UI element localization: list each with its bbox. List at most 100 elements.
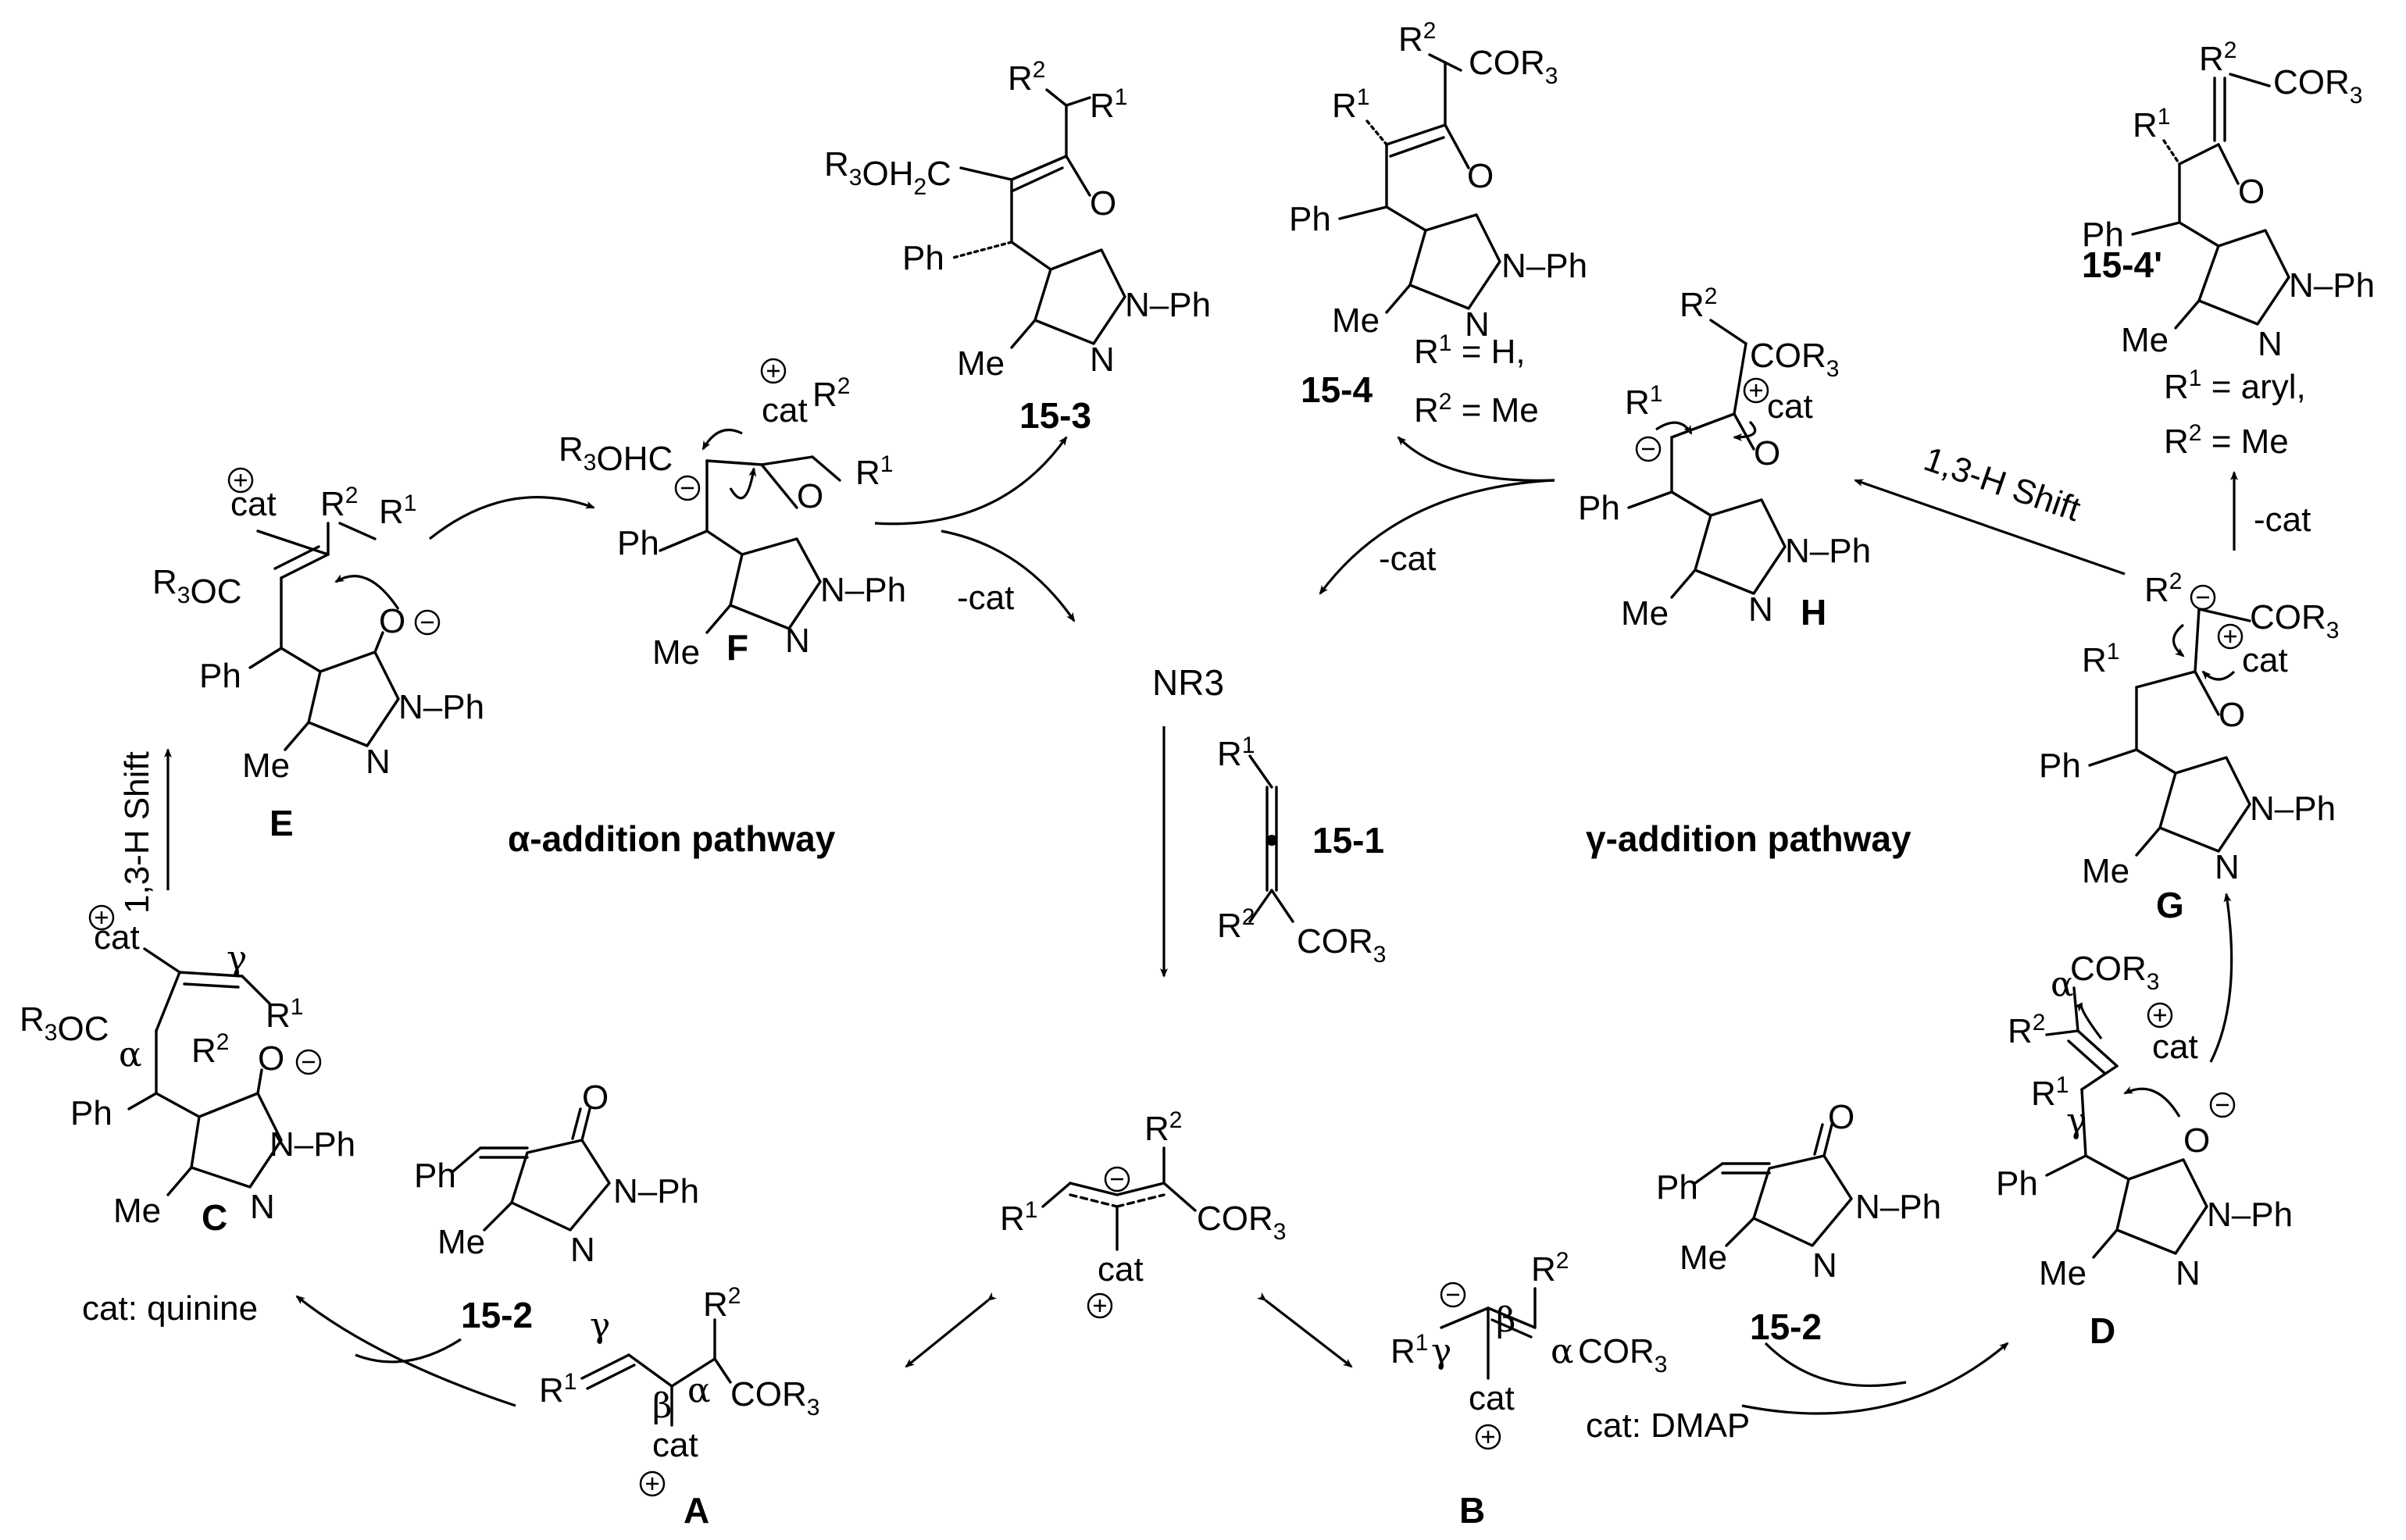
svg-text:COR3: COR3 [2250,598,2339,643]
svg-text:O: O [258,1039,284,1078]
svg-text:cat: cat [230,485,277,523]
intermediate-F: R3OHC cat R2 R1 O Ph N–Ph N Me F [559,358,906,672]
svg-text:R2: R2 [191,1029,229,1070]
svg-text:N–Ph: N–Ph [1125,286,1211,324]
shift-label-right: 1,3-H Shift [1919,440,2086,529]
svg-text:15-3: 15-3 [1019,395,1091,436]
svg-text:R1: R1 [1625,381,1662,422]
svg-text:N: N [785,622,810,660]
svg-text:cat: cat [94,918,140,957]
svg-text:R3OH2C: R3OH2C [824,145,951,200]
svg-text:N–Ph: N–Ph [1785,532,1871,570]
svg-text:O: O [1090,184,1116,223]
svg-text:R3OHC: R3OHC [559,430,673,478]
minus-cat-mid: -cat [1379,540,1436,578]
svg-text:Me: Me [437,1223,485,1261]
svg-text:C: C [202,1197,227,1238]
svg-text:N: N [2258,325,2283,363]
svg-text:R1: R1 [1000,1197,1037,1238]
substrate-15-2-left: Ph O N–Ph N Me 15-2 [414,1078,699,1335]
svg-text:Ph: Ph [1578,489,1620,527]
arrow-B-to-D [1741,1342,2009,1415]
arrow-H-to-15-4 [1397,436,1555,482]
svg-text:Me: Me [957,344,1005,383]
svg-text:N–Ph: N–Ph [2207,1196,2293,1234]
catalyst-nr3: NR3 [1152,662,1224,703]
svg-text:R1 = aryl,: R1 = aryl, [2164,365,2306,406]
svg-text:COR3: COR3 [1750,337,1839,382]
svg-text:COR3: COR3 [2273,63,2362,109]
svg-text:Me: Me [2121,321,2169,359]
arrow-G-to-H [1854,479,2126,576]
svg-text:cat: cat [1098,1250,1144,1289]
svg-text:15-2: 15-2 [461,1295,533,1335]
arrow-D-to-G [2209,893,2233,1063]
product-15-4-prime: R2 COR3 R1 O Ph N–Ph N Me 15-4' R1 = ary… [2082,37,2375,461]
svg-text:R1: R1 [855,451,893,492]
svg-text:15-4: 15-4 [1301,369,1373,410]
svg-text:γ: γ [1431,1331,1451,1371]
substrate-15-2-right: Ph O N–Ph N Me 15-2 [1656,1098,1941,1347]
svg-text:N: N [2215,848,2240,886]
svg-text:R1 = H,: R1 = H, [1414,330,1526,371]
svg-text:R2: R2 [2008,1010,2045,1050]
intermediate-C: cat γ R1 R3OC α R2 Ph O N–Ph N Me C [20,904,355,1238]
catalyst-dmap: cat: DMAP [1586,1406,1750,1445]
nr3-text: NR3 [1152,662,1224,703]
resonance-arrow-right [1257,1292,1353,1368]
svg-text:Ph: Ph [199,657,241,695]
intermediate-B: R1 γ β R2 α COR3 cat B [1390,1248,1667,1531]
gamma-pathway-label: γ-addition pathway [1586,818,1912,859]
allene-label: 15-1 [1312,820,1384,861]
minus-cat-right: -cat [2254,501,2311,539]
svg-text:Me: Me [2039,1254,2087,1292]
svg-text:A: A [684,1490,709,1531]
svg-text:R2: R2 [812,373,850,414]
svg-text:R1: R1 [539,1369,577,1410]
svg-text:β: β [1496,1300,1515,1340]
product-15-4: R2 COR3 R1 O Ph N–Ph N Me 15-4 R1 = H, R… [1289,18,1587,430]
arrow-15-2-left-entry [355,1338,462,1364]
svg-text:γ: γ [227,939,247,979]
svg-text:R2: R2 [1008,57,1045,98]
svg-text:α: α [1551,1331,1574,1371]
svg-text:N: N [1812,1246,1837,1285]
svg-text:cat: cat [2242,641,2288,679]
svg-text:COR3: COR3 [2070,950,2159,995]
shift-label-left: 1,3-H Shift [118,751,156,914]
svg-text:N–Ph: N–Ph [2289,266,2375,305]
svg-text:R3OC: R3OC [20,1000,109,1048]
arrow-F-to-NR3 [941,529,1076,622]
svg-text:N–Ph: N–Ph [1501,247,1587,285]
svg-text:B: B [1459,1490,1485,1531]
svg-text:R1: R1 [2082,639,2119,679]
svg-text:COR3: COR3 [1469,44,1558,89]
svg-text:Ph: Ph [617,524,659,562]
svg-text:R2: R2 [2144,569,2182,609]
svg-text:15-2: 15-2 [1750,1307,1822,1347]
svg-text:R2 = Me: R2 = Me [2164,420,2289,461]
svg-text:R2: R2 [703,1283,741,1324]
svg-text:R1: R1 [2133,104,2170,144]
svg-text:R1: R1 [266,994,303,1035]
svg-text:Ph: Ph [902,239,944,277]
svg-text:N: N [1090,340,1115,379]
minus-cat-left: -cat [957,579,1014,617]
svg-text:N–Ph: N–Ph [270,1125,355,1164]
svg-text:N: N [570,1231,595,1269]
svg-text:R2: R2 [1398,18,1436,59]
arrow-15-2-right-entry [1764,1342,1907,1387]
svg-text:H: H [1801,592,1826,633]
svg-text:N–Ph: N–Ph [2250,790,2336,828]
svg-text:α: α [119,1035,142,1075]
svg-text:R2: R2 [320,483,358,523]
svg-text:N–Ph: N–Ph [1855,1188,1941,1226]
svg-text:Ph: Ph [2039,747,2081,785]
svg-text:R2: R2 [1680,283,1717,324]
intermediate-G: R2 COR3 cat R1 O Ph N–Ph N Me G [2039,569,2339,925]
svg-text:O: O [1828,1098,1854,1136]
svg-text:cat: cat [652,1426,698,1464]
svg-text:E: E [270,803,294,843]
arrow-F-to-15-3 [874,436,1068,526]
svg-text:N–Ph: N–Ph [820,571,906,609]
